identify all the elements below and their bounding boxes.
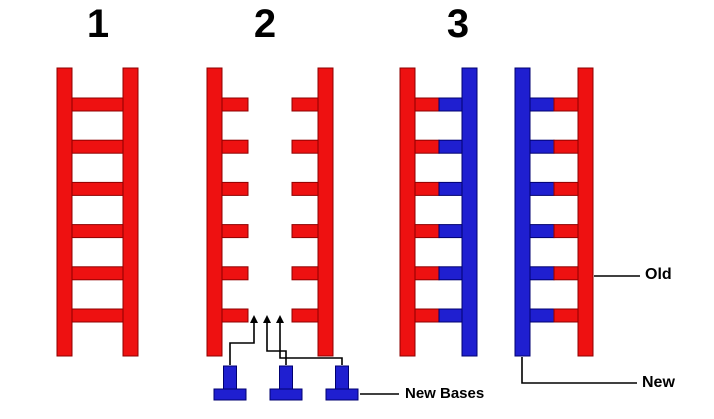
step-3-number: 3 bbox=[446, 2, 470, 46]
step3-ladderB-rung-new-half bbox=[529, 266, 555, 281]
step2-right-half-rung-old bbox=[291, 224, 319, 239]
step3-ladderB-rung-new-half bbox=[529, 224, 555, 239]
step2-left-rail-old bbox=[206, 67, 223, 357]
connector-left bbox=[229, 333, 255, 365]
step1-rung-old bbox=[71, 181, 124, 196]
up-arrow-head bbox=[250, 315, 258, 323]
step1-rung-old bbox=[71, 308, 124, 323]
step3-ladderA-right-rail-new bbox=[461, 67, 478, 357]
step2-left-half-rung-old bbox=[221, 139, 249, 154]
step3-ladderA-rung-new-half bbox=[438, 308, 463, 323]
step2-right-half-rung-old bbox=[291, 97, 319, 112]
step3-ladderB-rung-old-half bbox=[553, 97, 579, 112]
new-base-foot bbox=[269, 388, 303, 401]
step3-ladderA-left-rail-old bbox=[399, 67, 416, 357]
step3-ladderA-rung-old-half bbox=[414, 308, 440, 323]
step3-ladderA-rung-new-half bbox=[438, 139, 463, 154]
step3-ladderA-rung-old-half bbox=[414, 181, 440, 196]
step3-ladderB-rung-old-half bbox=[553, 224, 579, 239]
up-arrow-head bbox=[263, 315, 271, 323]
new-base-stem bbox=[223, 365, 237, 390]
step2-left-half-rung-old bbox=[221, 97, 249, 112]
step3-ladderA-rung-new-half bbox=[438, 181, 463, 196]
step1-right-rail-old bbox=[122, 67, 139, 357]
step2-right-half-rung-old bbox=[291, 266, 319, 281]
step3-ladderB-rung-new-half bbox=[529, 97, 555, 112]
step3-ladderB-rung-old-half bbox=[553, 308, 579, 323]
step3-ladderA-rung-new-half bbox=[438, 266, 463, 281]
connector-middle bbox=[266, 333, 287, 365]
step1-rung-old bbox=[71, 266, 124, 281]
step3-ladderB-rung-old-half bbox=[553, 181, 579, 196]
step2-right-half-rung-old bbox=[291, 139, 319, 154]
step1-rung-old bbox=[71, 139, 124, 154]
step3-ladderA-rung-old-half bbox=[414, 224, 440, 239]
new-base-stem bbox=[279, 365, 293, 390]
step3-ladderA-rung-new-half bbox=[438, 97, 463, 112]
step2-left-half-rung-old bbox=[221, 308, 249, 323]
old-strand-label: Old bbox=[645, 266, 672, 283]
step1-rung-old bbox=[71, 224, 124, 239]
new-base-stem bbox=[335, 365, 349, 390]
step2-right-half-rung-old bbox=[291, 308, 319, 323]
step3-ladderA-rung-old-half bbox=[414, 139, 440, 154]
step3-ladderB-rung-new-half bbox=[529, 181, 555, 196]
step-2-number: 2 bbox=[253, 2, 277, 46]
step2-left-half-rung-old bbox=[221, 181, 249, 196]
step-1-number: 1 bbox=[86, 2, 110, 46]
new-strand-label: New bbox=[642, 374, 675, 391]
step1-rung-old bbox=[71, 97, 124, 112]
up-arrow-head bbox=[276, 315, 284, 323]
step2-left-half-rung-old bbox=[221, 224, 249, 239]
new-pointer-line bbox=[521, 357, 637, 384]
step2-right-rail-old bbox=[317, 67, 334, 357]
step3-ladderB-rung-old-half bbox=[553, 266, 579, 281]
new-base-foot bbox=[213, 388, 247, 401]
step2-left-half-rung-old bbox=[221, 266, 249, 281]
new-base-foot bbox=[325, 388, 359, 401]
step3-ladderA-rung-old-half bbox=[414, 97, 440, 112]
step3-ladderA-rung-old-half bbox=[414, 266, 440, 281]
connector-right bbox=[279, 333, 343, 365]
step2-right-half-rung-old bbox=[291, 181, 319, 196]
step3-ladderB-left-rail-new bbox=[514, 67, 531, 357]
step3-ladderB-rung-new-half bbox=[529, 308, 555, 323]
step3-ladderB-rung-new-half bbox=[529, 139, 555, 154]
new-bases-label: New Bases bbox=[405, 385, 485, 402]
step1-left-rail-old bbox=[56, 67, 73, 357]
step3-ladderB-right-rail-old bbox=[577, 67, 594, 357]
step3-ladderA-rung-new-half bbox=[438, 224, 463, 239]
step3-ladderB-rung-old-half bbox=[553, 139, 579, 154]
